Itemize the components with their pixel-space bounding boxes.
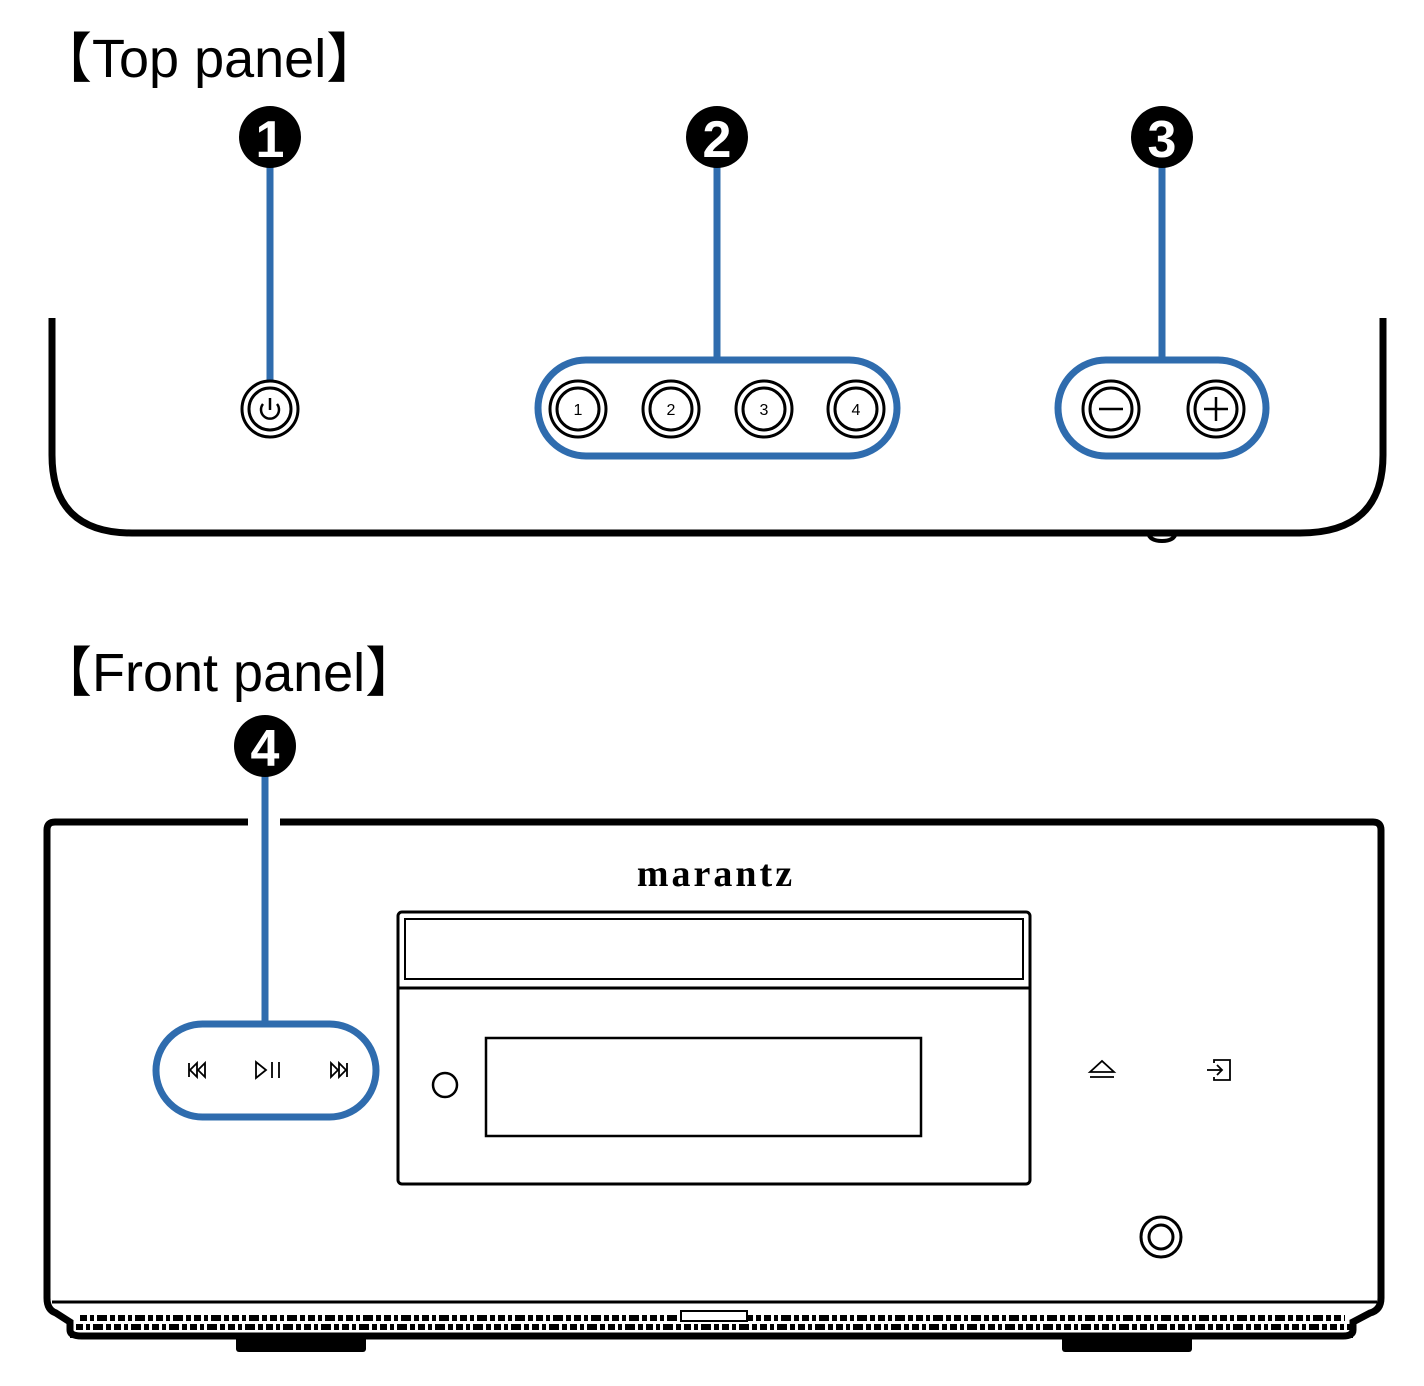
skip-back-icon[interactable] [188, 1060, 206, 1080]
front-panel-title: 【Front panel】 [38, 643, 420, 703]
display-window [484, 1036, 923, 1138]
top-leader-lines [266, 165, 1166, 390]
svg-text:3: 3 [760, 402, 769, 419]
preset-button-3[interactable]: 3 [734, 379, 794, 439]
transport-controls-highlight [152, 1020, 380, 1121]
svg-text:2: 2 [667, 402, 676, 419]
preset-buttons-highlight [534, 356, 901, 460]
power-icon [259, 398, 281, 420]
svg-text:4: 4 [251, 720, 280, 778]
preset-button-2[interactable]: 2 [641, 379, 701, 439]
preset-button-1[interactable]: 1 [548, 379, 608, 439]
top-panel-body [48, 318, 1387, 544]
callout-4: 4 [234, 715, 296, 778]
foot-right [1062, 1334, 1192, 1352]
callout-2: 2 [686, 106, 748, 169]
input-icon[interactable] [1207, 1059, 1231, 1081]
foot-left [236, 1334, 366, 1352]
volume-up-button[interactable] [1186, 379, 1246, 439]
headphone-jack-icon[interactable] [1139, 1215, 1183, 1259]
svg-text:1: 1 [574, 402, 583, 419]
svg-text:3: 3 [1148, 111, 1177, 169]
brand-logo: marantz [637, 853, 795, 895]
preset-button-4[interactable]: 4 [826, 379, 886, 439]
svg-text:4: 4 [852, 402, 861, 419]
callout-1: 1 [239, 106, 301, 169]
svg-text:2: 2 [703, 111, 732, 169]
callout-3: 3 [1131, 106, 1193, 169]
power-button[interactable] [240, 379, 300, 439]
plus-icon [1204, 397, 1228, 421]
svg-text:1: 1 [256, 111, 285, 169]
skip-forward-icon[interactable] [330, 1060, 348, 1080]
remote-sensor-icon [431, 1071, 459, 1099]
eject-icon[interactable] [1087, 1059, 1117, 1078]
volume-down-button[interactable] [1081, 379, 1141, 439]
play-pause-icon[interactable] [255, 1060, 280, 1080]
volume-buttons-highlight [1054, 356, 1270, 460]
top-panel-title: 【Top panel】 [38, 29, 381, 89]
center-tab [680, 1310, 748, 1322]
